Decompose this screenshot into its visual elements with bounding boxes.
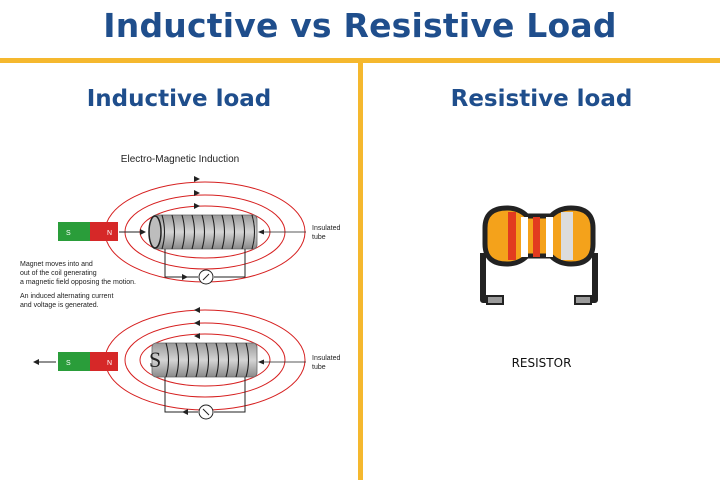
tube-label-lower-line2: tube — [312, 364, 326, 371]
note2-line2: and voltage is generated. — [20, 302, 99, 309]
magnet-label-s-upper: S — [66, 230, 71, 237]
resistor-band-4 — [546, 217, 553, 257]
note1-line3: a magnetic field opposing the motion. — [20, 279, 136, 286]
induced-pole-label: S — [149, 347, 161, 372]
diagram-title: Electro-Magnetic Induction — [121, 154, 239, 165]
resistor-band-1 — [508, 212, 516, 260]
magnet-label-s-lower: S — [66, 360, 71, 367]
resistor-band-2 — [521, 217, 528, 257]
column-divider — [358, 63, 363, 480]
inductive-load-heading: Inductive load — [86, 86, 272, 112]
title-divider — [0, 58, 720, 63]
upper-coil-assembly: S N Insulated tube — [58, 176, 341, 285]
resistor-caption: RESISTOR — [511, 356, 572, 370]
resistor-band-3 — [533, 217, 540, 257]
magnet-label-n-upper: N — [107, 230, 112, 237]
magnet-south-lower — [58, 352, 90, 371]
lower-coil-assembly: S S N Insulated tube — [33, 307, 341, 420]
magnet-north-lower — [90, 352, 118, 371]
note1-line1: Magnet moves into and — [20, 261, 93, 268]
resistor-band-5 — [561, 212, 573, 260]
tube-label-lower-line1: Insulated — [312, 355, 341, 362]
tube-label-upper-line1: Insulated — [312, 225, 341, 232]
resistive-load-heading: Resistive load — [450, 86, 633, 112]
coil-windings-upper — [161, 214, 256, 250]
note1-line2: out of the coil generating — [20, 270, 97, 277]
page-title: Inductive vs Resistive Load — [103, 6, 617, 45]
tube-label-upper-line2: tube — [312, 234, 326, 241]
magnet-south-upper — [58, 222, 90, 241]
resistor-icon — [480, 205, 598, 305]
magnet-north-upper — [90, 222, 118, 241]
coil-windings-lower — [165, 342, 250, 378]
magnet-label-n-lower: N — [107, 360, 112, 367]
electromagnetic-induction-diagram: Electro-Magnetic Induction S N — [20, 154, 341, 420]
note2-line1: An induced alternating current — [20, 293, 113, 300]
